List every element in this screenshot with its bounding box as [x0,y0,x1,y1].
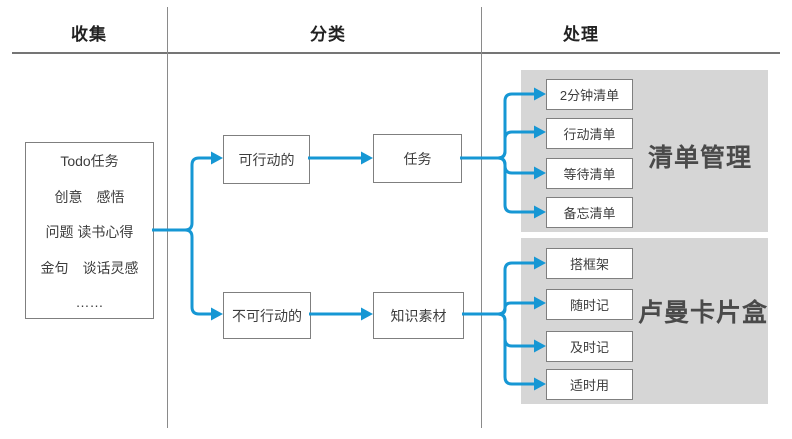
node-knowledge: 知识素材 [373,292,464,339]
leaf-note-promptly: 及时记 [546,331,633,362]
connector-inbox-to-non-actionable [152,228,211,316]
inbox-line-ellipsis: …… [75,294,104,311]
inbox-line-todo: Todo任务 [60,152,119,169]
panel-title-card-box: 卢曼卡片盒 [637,299,768,327]
leaf-build-framework: 搭框架 [546,248,633,279]
inbox-line-quotes: 金句 谈话灵感 [40,260,139,277]
inbox-notes-box: Todo任务 创意 感悟 问题 读书心得 金句 谈话灵感 …… [25,142,154,319]
node-task: 任务 [373,134,462,183]
arrowhead-knowledge [361,307,373,321]
column-header-classify: 分类 [310,25,346,44]
arrowhead-non-actionable [211,307,223,321]
column-header-process: 处理 [563,25,599,44]
leaf-memo-list: 备忘清单 [546,197,633,228]
node-actionable: 可行动的 [223,135,310,184]
node-non-actionable: 不可行动的 [223,292,311,339]
header-underline [12,52,780,54]
arrowhead-task [361,151,373,165]
leaf-waiting-list: 等待清单 [546,158,633,189]
connector-inbox-to-actionable [152,156,211,232]
leaf-action-list: 行动清单 [546,118,633,149]
column-header-collect: 收集 [71,25,107,44]
inbox-line-questions: 问题 读书心得 [45,224,134,241]
column-divider-classify-process [481,7,482,428]
inbox-line-ideas: 创意 感悟 [54,188,125,205]
column-divider-collect-classify [167,7,168,428]
arrowhead-actionable [211,151,223,165]
panel-title-list-management: 清单管理 [647,144,752,172]
leaf-use-timely: 适时用 [546,369,633,400]
leaf-note-anytime: 随时记 [546,289,633,320]
leaf-two-minute-list: 2分钟清单 [546,79,633,110]
